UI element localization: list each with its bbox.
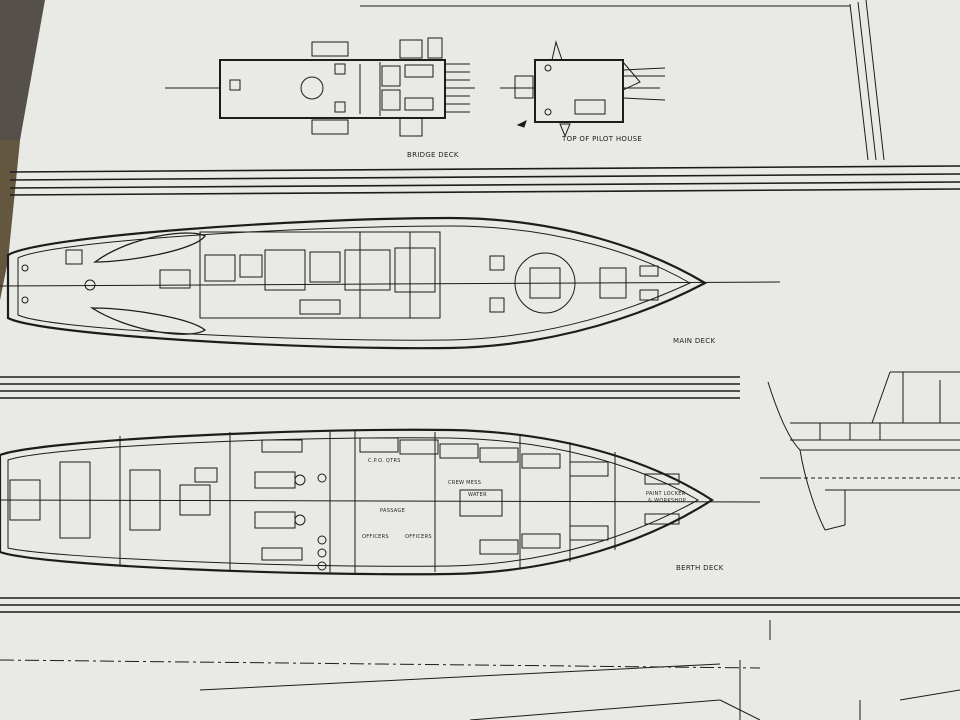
berth-deck-plan: [0, 428, 761, 576]
pilot-house-plan: [500, 40, 666, 138]
bridge-deck-label: BRIDGE DECK: [407, 151, 459, 159]
bunk: [359, 437, 399, 453]
frame-line-right-3: [865, 0, 885, 161]
pilot-house-label: TOP OF PILOT HOUSE: [561, 135, 642, 143]
workshop-label: & WORKSHOP: [648, 498, 686, 504]
water-label: WATER: [468, 492, 487, 498]
bridge-deck-plan: [165, 37, 475, 137]
frame-line-right-1: [849, 3, 869, 161]
divider-3: [0, 597, 960, 613]
cpo-qtrs-label: C.P.O. QTRS: [368, 458, 401, 464]
officers-label-2: OFFICERS: [405, 534, 432, 540]
side-profile: [760, 371, 960, 531]
passage-label: PASSAGE: [380, 508, 405, 514]
officers-label-1: OFFICERS: [362, 534, 389, 540]
divider-1: [9, 165, 960, 196]
frame-line-right-2: [857, 1, 877, 161]
main-deck-plan: [0, 216, 781, 350]
main-deck-label: MAIN DECK: [673, 337, 715, 345]
crew-mess-label: CREW MESS: [448, 480, 481, 486]
lower-profile-partial: [0, 620, 960, 720]
divider-2: [0, 376, 740, 399]
paint-locker-label: PAINT LOCKER: [646, 491, 686, 497]
berth-deck-label: BERTH DECK: [676, 564, 724, 572]
